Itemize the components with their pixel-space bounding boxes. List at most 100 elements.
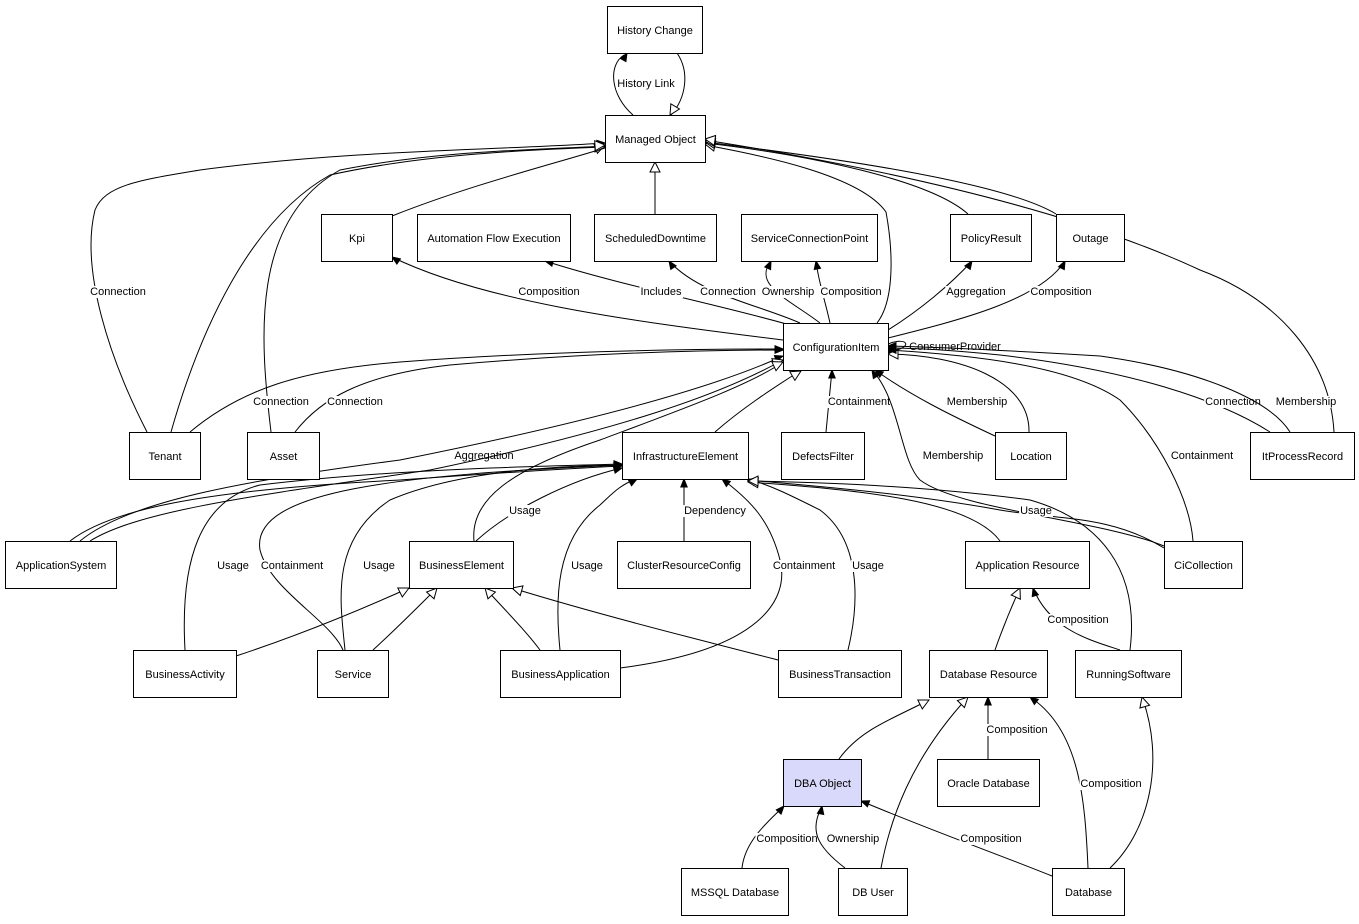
edge-label-bg [683,505,748,517]
association-arrowhead [680,477,688,488]
edge-label-bg [755,833,819,845]
edge-label: Usage [363,560,395,572]
node-ci-collection[interactable]: CiCollection [1164,541,1243,589]
edge-label-bg [216,560,250,572]
edge-pr-isa [703,137,969,215]
edge-db-dba: Composition [859,800,1053,877]
edge-label-bg [908,341,1003,353]
edge-label-bg [771,560,837,572]
edge-label-bg [252,396,310,408]
node-label: BusinessElement [419,560,504,572]
node-business-element[interactable]: BusinessElement [409,541,514,589]
node-label: ItProcessRecord [1262,451,1343,463]
node-service[interactable]: Service [317,650,389,698]
node-box [317,650,389,698]
node-label: Managed Object [615,134,696,146]
edge-label-bg [921,450,985,462]
edge-label: Membership [947,396,1008,408]
node-application-resource[interactable]: Application Resource [965,541,1090,589]
association-arrowhead [1028,696,1040,706]
edge-label: Composition [1030,286,1091,298]
node-cluster-resource-config[interactable]: ClusterResourceConfig [617,541,751,589]
edge-dbu-dr [880,696,969,869]
edge-db-dr: Composition [1028,696,1143,869]
node-service-connection-point[interactable]: ServiceConnectionPoint [741,214,878,262]
edge-asset-isa [263,139,607,433]
node-box [133,650,237,698]
edge-sd-isa [649,160,661,214]
edge-line [294,349,784,433]
edge-line [90,142,606,433]
edge-label: Usage [217,560,249,572]
node-policy-result[interactable]: PolicyResult [950,214,1032,262]
association-arrowhead [964,259,973,271]
edge-dba-dr [838,699,930,760]
node-it-process-record[interactable]: ItProcessRecord [1250,432,1355,480]
node-kpi[interactable]: Kpi [321,214,393,262]
association-arrowhead [613,461,624,470]
node-label: ClusterResourceConfig [627,560,741,572]
edge-line [263,145,606,433]
association-arrowhead [813,259,822,271]
node-managed-object[interactable]: Managed Object [605,115,706,163]
node-label: Oracle Database [947,778,1030,790]
edge-label: Usage [1020,505,1052,517]
node-defects-filter[interactable]: DefectsFilter [781,432,865,480]
edge-label-bg [639,286,683,298]
node-label: Outage [1072,233,1108,245]
node-box [5,541,117,589]
node-label: RunningSoftware [1086,669,1170,681]
edge-line [189,348,784,433]
node-automation-flow-execution[interactable]: Automation Flow Execution [417,214,571,262]
node-label: DB User [852,887,894,899]
node-business-transaction[interactable]: BusinessTransaction [778,650,902,698]
node-business-activity[interactable]: BusinessActivity [133,650,237,698]
node-configuration-item[interactable]: ConfigurationItem [783,323,889,371]
node-running-software[interactable]: RunningSoftware [1075,650,1182,698]
node-tenant[interactable]: Tenant [129,432,201,480]
edge-as-ci-agg: Aggregation [79,354,785,542]
edge-line [79,355,784,542]
edge-line [747,481,1001,542]
association-arrowhead [871,368,880,380]
node-dba-object[interactable]: DBA Object [783,759,862,807]
node-box [937,759,1040,807]
node-label: History Change [617,25,693,37]
edge-line [704,142,969,215]
inheritance-arrowhead [746,475,759,487]
edge-line [1032,587,1121,651]
edge-line [235,587,410,657]
node-infrastructure-element[interactable]: InfrastructureElement [622,432,749,480]
node-location[interactable]: Location [995,432,1067,480]
edge-label-bg [517,286,581,298]
node-mssql-database[interactable]: MSSQL Database [681,868,789,916]
node-database[interactable]: Database [1052,868,1125,916]
node-history-change[interactable]: History Change [607,6,703,54]
node-box [247,432,320,480]
node-box [622,432,749,480]
edge-label-bg [508,505,542,517]
edge-itpr-ci-mem: Membership [886,342,1338,433]
edge-ba-ie: Usage [183,460,624,651]
edge-label-bg [826,396,892,408]
edge-line [1109,696,1154,869]
edge-line [714,370,801,433]
inheritance-arrowhead [510,585,524,597]
edge-dbu-dba: Ownership [815,804,881,869]
node-database-resource[interactable]: Database Resource [929,650,1048,698]
node-asset[interactable]: Asset [247,432,320,480]
edge-bapp-be [484,587,541,651]
edge-label-bg [453,450,515,462]
node-outage[interactable]: Outage [1056,214,1125,262]
node-db-user[interactable]: DB User [838,868,908,916]
node-business-application[interactable]: BusinessApplication [500,650,621,698]
inheritance-arrowhead [1010,586,1021,600]
edge-label: Ownership [762,286,815,298]
node-application-system[interactable]: ApplicationSystem [5,541,117,589]
node-oracle-database[interactable]: Oracle Database [937,759,1040,807]
node-scheduled-downtime[interactable]: ScheduledDowntime [594,214,717,262]
node-label: Tenant [148,451,181,463]
association-arrowhead [775,804,785,815]
node-label: InfrastructureElement [633,451,738,463]
edge-line [887,347,1271,433]
